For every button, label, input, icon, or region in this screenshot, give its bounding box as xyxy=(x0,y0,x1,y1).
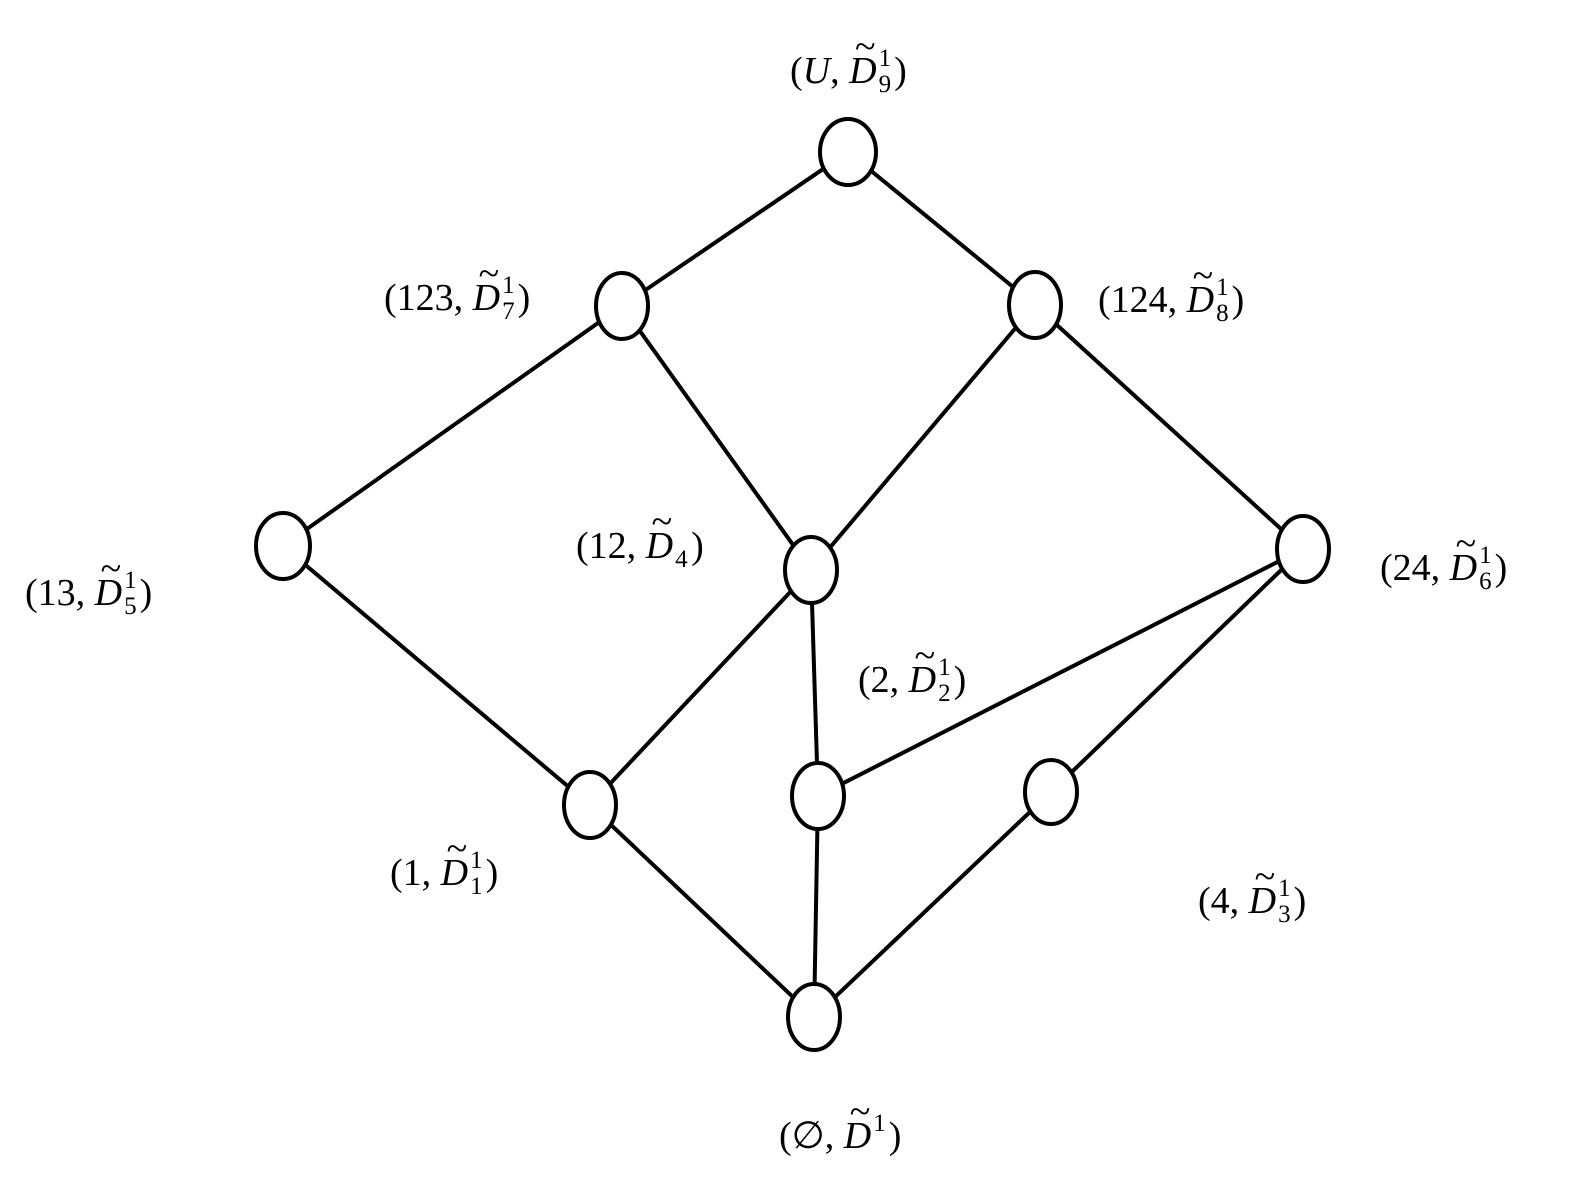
tilde-accent: ~ xyxy=(850,1091,871,1133)
node-n124[interactable] xyxy=(1007,270,1063,340)
node-n2[interactable] xyxy=(790,761,846,831)
edge-n123-n12 xyxy=(635,325,798,551)
tilde-accent: ~ xyxy=(479,253,500,295)
superscript: 1 xyxy=(873,1110,886,1137)
label-bottom: (∅, D~1) xyxy=(779,1091,901,1157)
close-paren: ) xyxy=(486,852,499,894)
node-top[interactable] xyxy=(818,117,878,187)
superscript: 1 xyxy=(502,272,514,299)
node-n12[interactable] xyxy=(783,535,839,605)
label-n13: (13, D~15) xyxy=(25,548,152,620)
edge-n2-bottom xyxy=(812,820,820,993)
subscript: 3 xyxy=(1278,901,1291,928)
tilde-accent: ~ xyxy=(855,26,876,68)
svg-text:(∅, D: (∅, D xyxy=(779,1115,871,1157)
close-paren: ) xyxy=(1232,279,1245,321)
label-n24: (24, D~16) xyxy=(1380,523,1507,595)
edge-n4-bottom xyxy=(830,807,1035,1002)
tilde-accent: ~ xyxy=(1193,255,1214,297)
tilde-accent: ~ xyxy=(652,501,673,543)
tilde-accent: ~ xyxy=(101,548,122,590)
node-n13[interactable] xyxy=(254,511,312,581)
subscript: 7 xyxy=(502,298,514,325)
superscript: 1 xyxy=(1216,274,1229,301)
lattice-nodes xyxy=(254,117,1331,1052)
edge-n24-n4 xyxy=(1067,565,1287,776)
close-paren: ) xyxy=(889,1115,902,1157)
label-n2: (2, D~12) xyxy=(858,635,966,707)
edge-n12-n2 xyxy=(809,594,820,772)
edge-n124-n24 xyxy=(1052,320,1286,534)
label-n1: (1, D~11) xyxy=(390,828,498,900)
superscript: 1 xyxy=(1479,542,1492,569)
subscript: 8 xyxy=(1216,300,1229,327)
label-n12: (12, D~4) xyxy=(576,501,704,573)
close-paren: ) xyxy=(1495,547,1508,589)
superscript: 1 xyxy=(1278,875,1291,902)
svg-text:(4, D: (4, D xyxy=(1198,880,1276,922)
svg-text:(U, D: (U, D xyxy=(790,50,877,92)
subscript: 1 xyxy=(470,873,483,900)
subscript: 9 xyxy=(879,71,892,98)
edge-n124-n12 xyxy=(825,322,1021,553)
label-top: (U, D~19) xyxy=(790,26,907,98)
node-n123[interactable] xyxy=(594,271,650,341)
edge-top-n124 xyxy=(867,167,1017,291)
close-paren: ) xyxy=(894,50,907,92)
svg-text:(13, D: (13, D xyxy=(25,572,122,614)
close-paren: ) xyxy=(140,572,153,614)
superscript: 1 xyxy=(879,45,892,72)
close-paren: ) xyxy=(1294,880,1307,922)
subscript: 2 xyxy=(938,680,951,707)
close-paren: ) xyxy=(691,525,704,567)
node-bottom[interactable] xyxy=(786,982,842,1052)
svg-text:(24, D: (24, D xyxy=(1380,547,1477,589)
lattice-edges xyxy=(301,165,1287,1002)
edge-n13-n1 xyxy=(301,561,573,791)
svg-text:(1, D: (1, D xyxy=(390,852,468,894)
label-n124: (124, D~18) xyxy=(1098,255,1244,327)
subscript: 5 xyxy=(124,593,137,620)
label-n123: (123, D~17) xyxy=(384,253,530,325)
subscript: 4 xyxy=(675,546,688,573)
tilde-accent: ~ xyxy=(1456,523,1477,565)
tilde-accent: ~ xyxy=(915,635,936,677)
close-paren: ) xyxy=(954,659,967,701)
edge-n12-n1 xyxy=(605,586,796,789)
tilde-accent: ~ xyxy=(1255,856,1276,898)
superscript: 1 xyxy=(124,567,137,594)
node-n4[interactable] xyxy=(1023,758,1079,826)
svg-text:(2, D: (2, D xyxy=(858,659,936,701)
node-n1[interactable] xyxy=(562,770,618,840)
edge-n123-n13 xyxy=(303,319,603,533)
lattice-labels: (U, D~19)(123, D~17)(124, D~18)(13, D~15… xyxy=(25,26,1507,1157)
subscript: 6 xyxy=(1479,568,1492,595)
svg-text:(12, D: (12, D xyxy=(576,525,673,567)
superscript: 1 xyxy=(938,654,951,681)
edge-top-n123 xyxy=(641,165,827,294)
edge-n24-n2 xyxy=(839,558,1282,787)
edge-n1-bottom xyxy=(606,820,798,1002)
close-paren: ) xyxy=(518,277,531,319)
svg-text:(123, D: (123, D xyxy=(384,277,500,319)
node-n24[interactable] xyxy=(1275,514,1331,584)
superscript: 1 xyxy=(470,847,483,874)
tilde-accent: ~ xyxy=(447,828,468,870)
label-n4: (4, D~13) xyxy=(1198,856,1306,928)
svg-text:(124, D: (124, D xyxy=(1098,279,1214,321)
